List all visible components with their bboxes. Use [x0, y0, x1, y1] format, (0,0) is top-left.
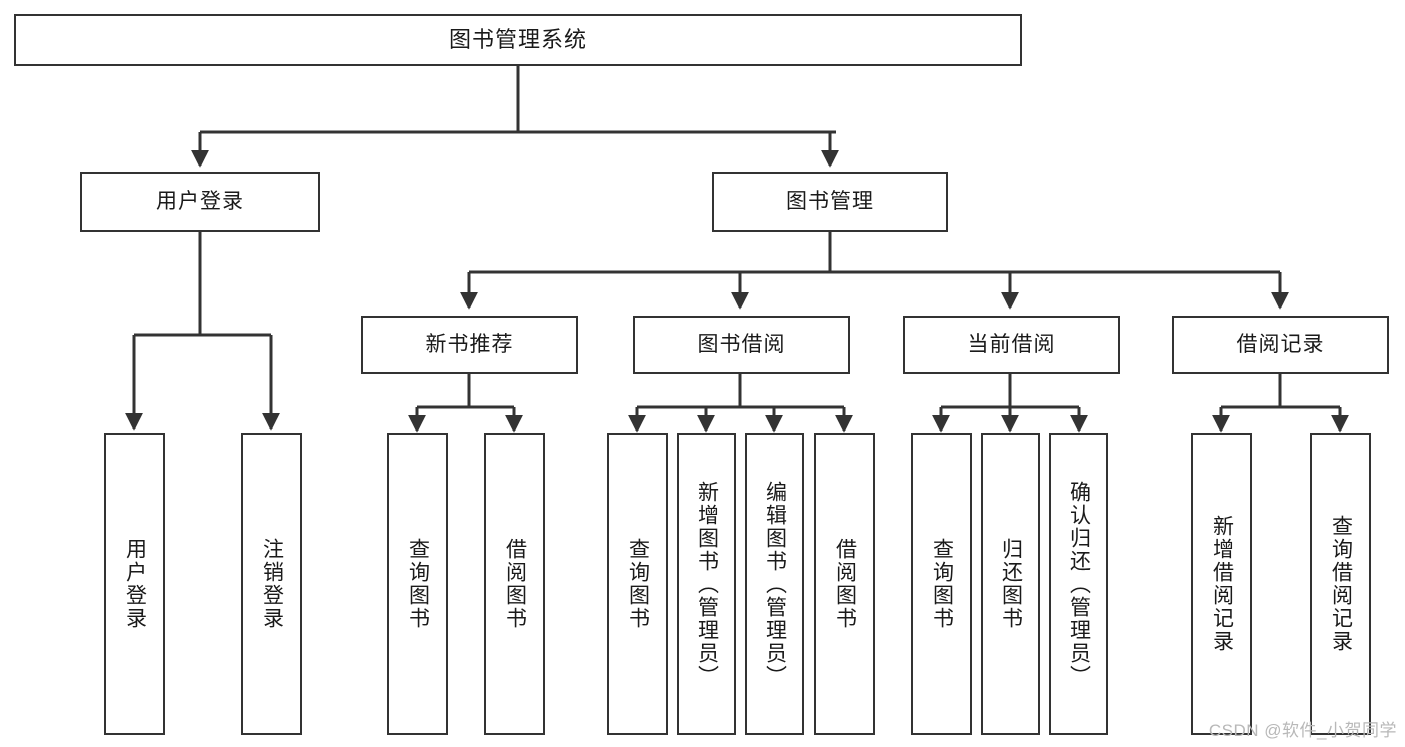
leaf-confirm-return-admin[interactable]: 确认归还（管理员） — [1049, 433, 1108, 735]
leaf-logout[interactable]: 注销登录 — [241, 433, 302, 735]
leaf-query-books-new[interactable]: 查询图书 — [387, 433, 448, 735]
node-new-book-recommend[interactable]: 新书推荐 — [361, 316, 578, 374]
leaf-add-book-admin[interactable]: 新增图书（管理员） — [677, 433, 736, 735]
node-label: 借阅图书 — [503, 538, 527, 630]
node-label: 图书管理 — [786, 190, 874, 214]
node-current-borrow[interactable]: 当前借阅 — [903, 316, 1120, 374]
node-label: 归还图书 — [999, 538, 1023, 630]
node-label: 图书借阅 — [697, 333, 786, 357]
node-label: 查询图书 — [626, 538, 650, 630]
node-label: 借阅记录 — [1236, 333, 1325, 357]
node-label: 借阅图书 — [833, 538, 857, 630]
node-root-system[interactable]: 图书管理系统 — [14, 14, 1022, 66]
node-label: 编辑图书（管理员） — [763, 480, 787, 688]
leaf-borrow-books[interactable]: 借阅图书 — [814, 433, 875, 735]
leaf-edit-book-admin[interactable]: 编辑图书（管理员） — [745, 433, 804, 735]
node-label: 查询图书 — [930, 538, 954, 630]
node-user-login[interactable]: 用户登录 — [80, 172, 320, 232]
node-book-borrow[interactable]: 图书借阅 — [633, 316, 850, 374]
node-label: 新增借阅记录 — [1210, 515, 1234, 653]
leaf-query-books-borrow[interactable]: 查询图书 — [607, 433, 668, 735]
node-label: 查询借阅记录 — [1329, 515, 1353, 653]
node-label: 注销登录 — [260, 538, 284, 630]
node-label: 确认归还（管理员） — [1067, 480, 1091, 688]
leaf-return-books[interactable]: 归还图书 — [981, 433, 1040, 735]
node-label: 用户登录 — [123, 538, 147, 630]
node-label: 新增图书（管理员） — [695, 480, 719, 688]
node-book-management[interactable]: 图书管理 — [712, 172, 948, 232]
leaf-borrow-books-new[interactable]: 借阅图书 — [484, 433, 545, 735]
node-label: 当前借阅 — [967, 333, 1056, 357]
leaf-query-borrow-record[interactable]: 查询借阅记录 — [1310, 433, 1371, 735]
leaf-query-books-current[interactable]: 查询图书 — [911, 433, 972, 735]
csdn-watermark: CSDN @软件_小贺同学 — [1208, 721, 1397, 740]
node-label: 图书管理系统 — [448, 26, 587, 52]
leaf-add-borrow-record[interactable]: 新增借阅记录 — [1191, 433, 1252, 735]
node-label: 用户登录 — [156, 190, 244, 214]
node-label: 查询图书 — [406, 538, 430, 630]
node-borrow-records[interactable]: 借阅记录 — [1172, 316, 1389, 374]
node-label: 新书推荐 — [425, 333, 514, 357]
leaf-user-login[interactable]: 用户登录 — [104, 433, 165, 735]
